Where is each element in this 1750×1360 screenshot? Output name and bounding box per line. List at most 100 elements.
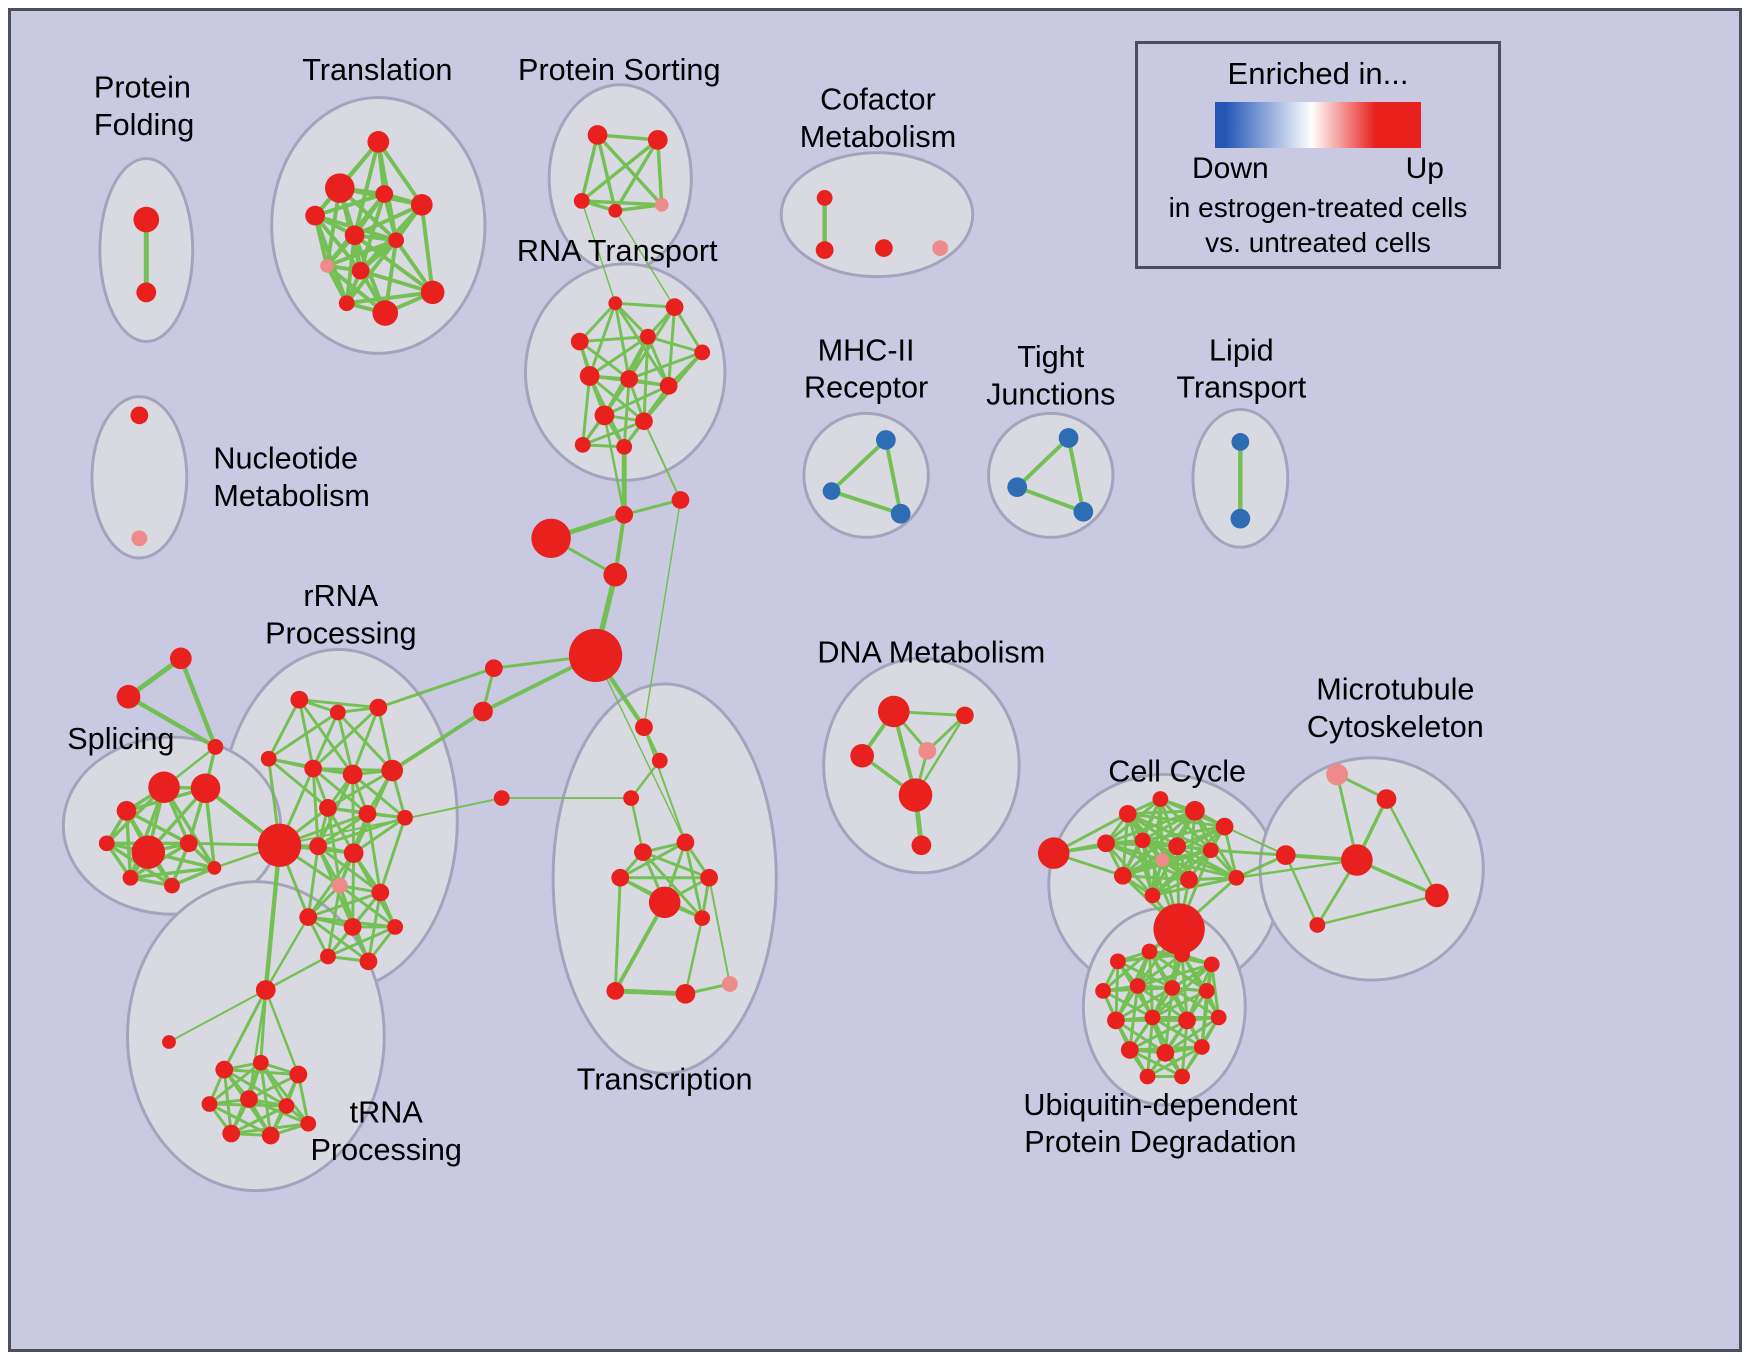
network-node-rt6 [579, 366, 600, 386]
network-node-U10 [1144, 1009, 1161, 1026]
network-node-R19 [359, 952, 378, 971]
network-node-X11 [675, 984, 696, 1004]
network-edge [1104, 841, 1154, 897]
legend-gradient-bar [1215, 102, 1421, 148]
network-node-R0 [257, 823, 302, 867]
network-edge [313, 192, 387, 218]
network-edge [351, 851, 356, 929]
network-node-T9 [261, 1126, 280, 1145]
network-edge [247, 1073, 300, 1101]
network-edge [306, 915, 370, 963]
network-node-R12 [343, 843, 364, 863]
network-node-T5 [201, 1096, 218, 1112]
network-node-rt11 [574, 436, 591, 453]
network-node-T0 [255, 980, 276, 1000]
network-node-f1 [169, 647, 192, 670]
network-node-X6 [611, 868, 630, 887]
network-node-T10 [300, 1115, 317, 1132]
network-edge [267, 698, 301, 761]
network-node-R4 [260, 750, 277, 767]
network-node-pf2 [136, 282, 157, 303]
network-node-sp1 [615, 505, 634, 524]
network-node-M2 [1376, 789, 1397, 809]
network-node-D3 [850, 743, 875, 768]
network-node-U12 [1210, 1009, 1227, 1026]
network-edge [326, 925, 397, 958]
legend-downup-row: Down Up [1192, 152, 1444, 186]
network-node-rt9 [594, 405, 615, 426]
network-node-tj1 [1058, 428, 1079, 448]
network-edge [1385, 797, 1439, 897]
network-node-U14 [1156, 1044, 1175, 1062]
network-edge [603, 414, 626, 516]
network-edge [1015, 485, 1086, 514]
cluster-ellipse-nucleotide-metabolism [90, 395, 189, 560]
network-node-R17 [387, 919, 404, 935]
network-edge [124, 809, 191, 846]
network-edge [326, 806, 342, 888]
network-edge [595, 133, 664, 207]
network-edge [602, 384, 671, 417]
network-node-rt2 [608, 296, 623, 311]
network-edge [351, 772, 356, 855]
network-edge [311, 706, 380, 771]
network-edge [595, 133, 618, 213]
network-node-C12 [1180, 870, 1198, 889]
network-edge [578, 340, 631, 381]
network-node-a3 [493, 790, 510, 806]
cluster-label-dna-metabolism: DNA Metabolism [817, 635, 1045, 669]
network-node-s5 [179, 834, 198, 853]
network-node-ps4 [608, 203, 623, 218]
network-node-hub [568, 628, 623, 682]
network-edge [627, 350, 704, 381]
network-node-R14 [371, 883, 390, 902]
network-node-cf1 [816, 190, 833, 206]
cluster-label-protein-sorting: Protein Sorting [518, 53, 720, 87]
network-node-M1 [1326, 763, 1348, 786]
network-node-ps1 [587, 125, 608, 145]
network-edge [641, 850, 704, 920]
network-node-R16 [343, 918, 362, 936]
network-edge [595, 133, 660, 142]
network-node-U5 [1095, 983, 1111, 999]
legend-desc-line1: in estrogen-treated cells [1168, 192, 1468, 223]
network-node-C8 [1168, 837, 1187, 856]
network-edge [580, 200, 617, 304]
network-node-tl1 [367, 131, 390, 153]
network-node-U16 [1139, 1068, 1156, 1085]
network-node-s6 [98, 835, 115, 852]
network-edge [829, 437, 888, 494]
network-edge [829, 489, 903, 516]
network-node-ps5 [654, 197, 669, 212]
network-node-C6 [1097, 834, 1115, 853]
network-node-tj2 [1007, 477, 1028, 498]
network-node-tl10 [420, 280, 445, 305]
network-edge [1170, 986, 1221, 1019]
network-edge [1316, 894, 1439, 927]
network-node-cf4 [932, 240, 949, 256]
legend-up-label: Up [1405, 152, 1444, 185]
network-node-s9 [207, 861, 222, 875]
network-node-R9 [358, 804, 377, 823]
network-node-D1 [877, 695, 910, 728]
network-edge [306, 844, 320, 919]
network-edge [581, 374, 592, 447]
network-node-T6 [240, 1090, 258, 1108]
network-edge [306, 891, 382, 919]
network-node-ps2 [647, 130, 668, 150]
network-node-U7 [1164, 980, 1181, 996]
network-edge [883, 437, 903, 516]
network-node-mh1 [875, 430, 896, 450]
network-edge [1128, 1018, 1189, 1052]
network-edge [580, 199, 664, 207]
network-node-nm1 [130, 406, 149, 425]
network-node-lt1 [1231, 433, 1250, 451]
network-node-U1 [1110, 953, 1126, 970]
network-node-T2 [215, 1060, 234, 1079]
network-edge [378, 816, 407, 894]
